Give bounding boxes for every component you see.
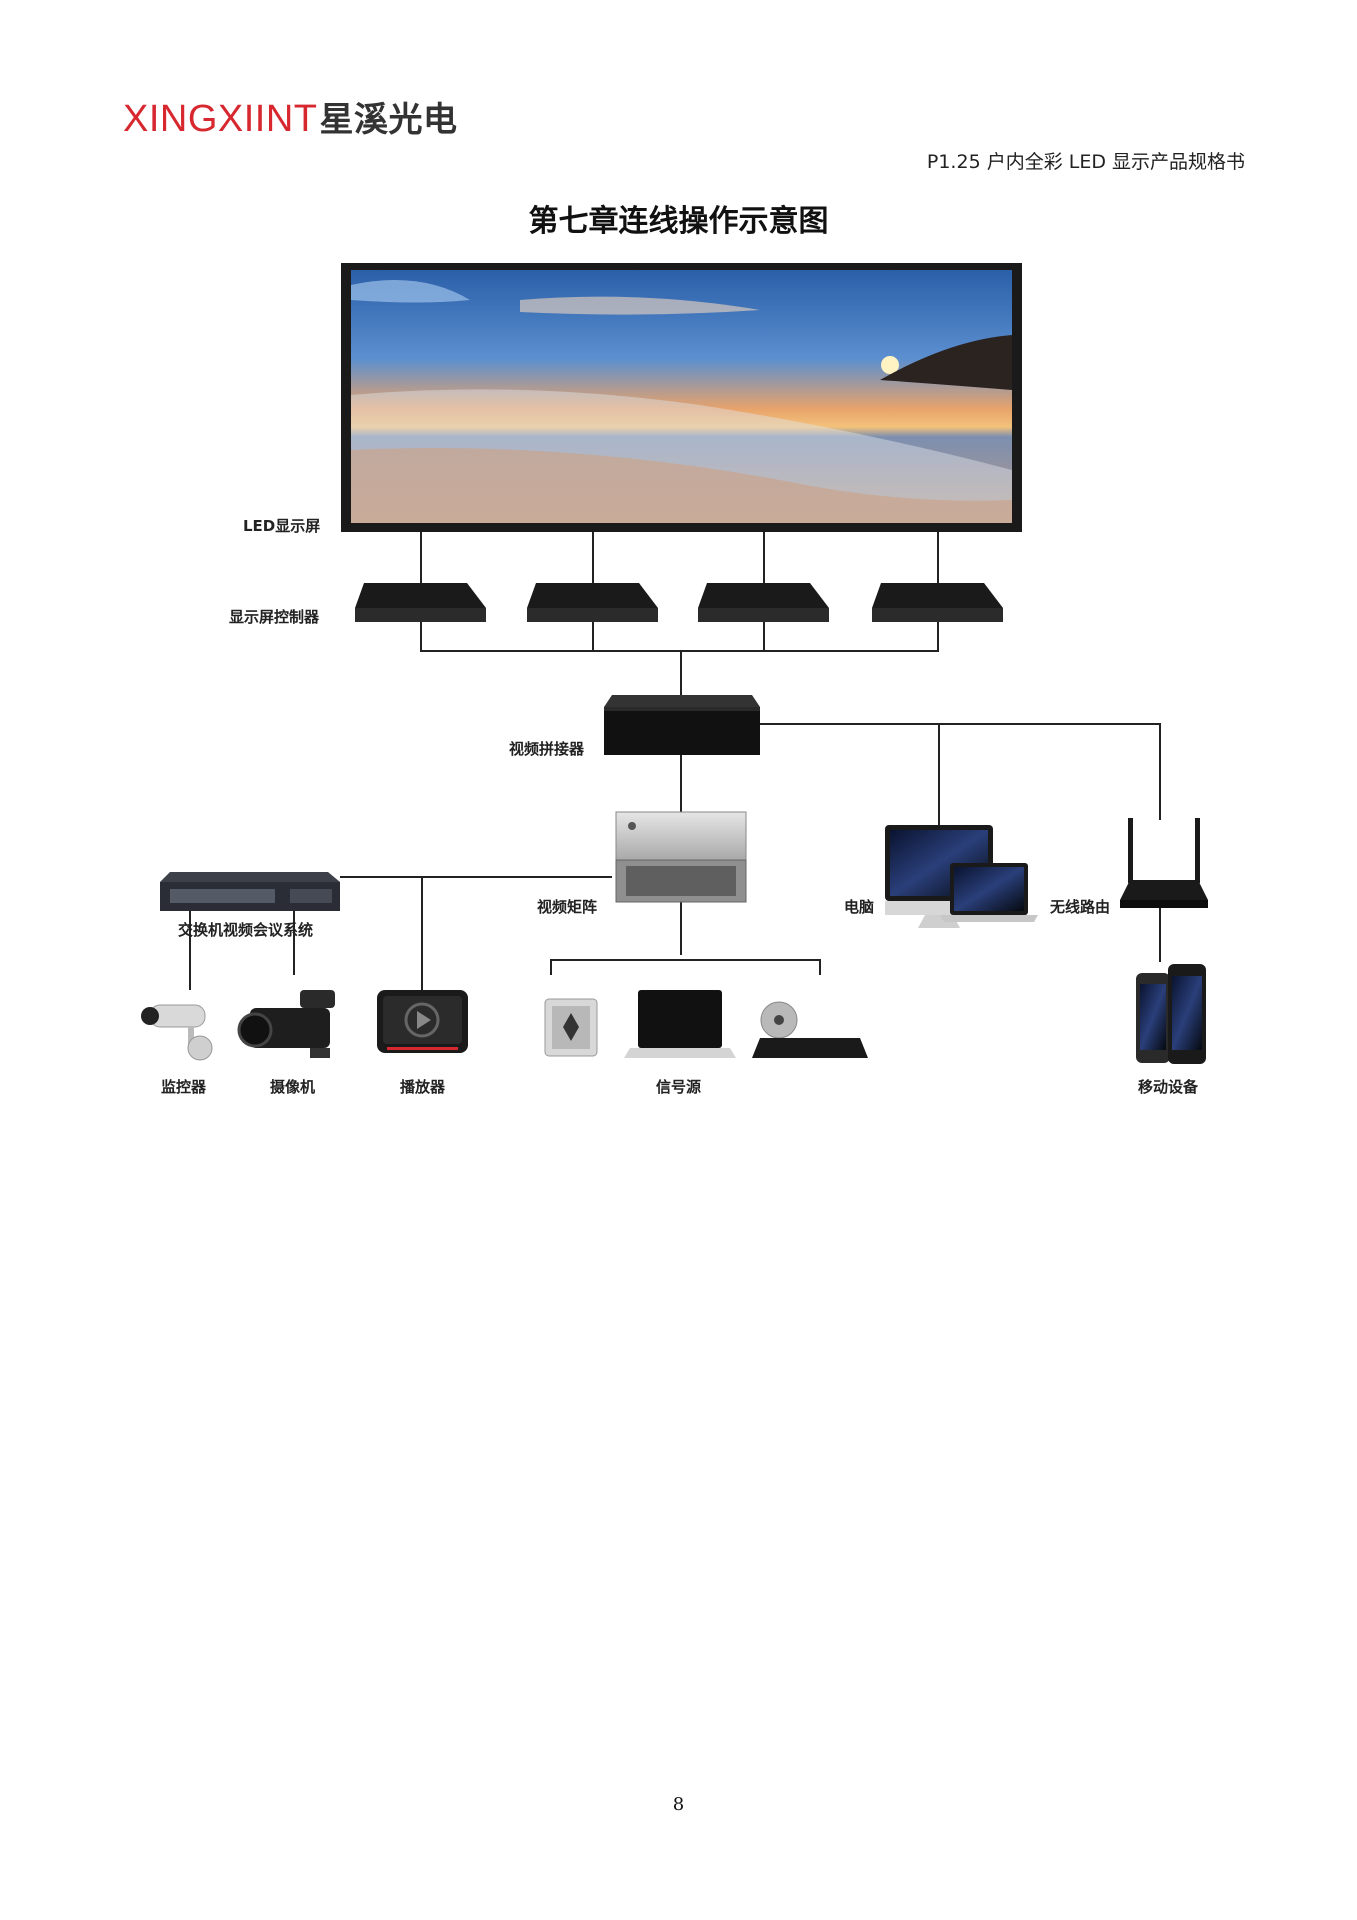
screen-controller-3 xyxy=(698,583,829,622)
label-controller: 显示屏控制器 xyxy=(229,608,320,626)
brand-logo: XINGXIINT星溪光电 xyxy=(123,100,458,138)
label-computer: 电脑 xyxy=(844,898,874,916)
document-title: P1.25 户内全彩 LED 显示产品规格书 xyxy=(926,151,1245,173)
video-camera xyxy=(237,990,335,1058)
page-number: 8 xyxy=(672,1794,685,1815)
wireless-router xyxy=(1120,818,1208,908)
label-router: 无线路由 xyxy=(1049,898,1110,916)
screen-controller-1 xyxy=(355,583,486,622)
signal-source-devices xyxy=(544,990,868,1058)
label-signal-source: 信号源 xyxy=(656,1078,701,1096)
screen-controller-4 xyxy=(872,583,1003,622)
label-matrix: 视频矩阵 xyxy=(537,898,597,916)
label-led-screen: LED显示屏 xyxy=(243,517,320,535)
screen-controller-2 xyxy=(527,583,658,622)
label-mobile: 移动设备 xyxy=(1138,1078,1199,1096)
connection-lines xyxy=(189,532,1161,990)
video-matrix xyxy=(615,811,747,903)
label-player: 播放器 xyxy=(400,1078,446,1096)
label-splicer: 视频拼接器 xyxy=(509,740,585,758)
media-player xyxy=(377,990,468,1053)
surveillance-camera xyxy=(141,1004,213,1061)
label-camera: 摄像机 xyxy=(270,1078,315,1096)
mobile-devices xyxy=(1136,964,1206,1064)
logo-latin: XINGXIINT xyxy=(123,98,318,140)
computer-devices xyxy=(885,825,1038,928)
chapter-title: 第七章连线操作示意图 xyxy=(528,204,829,239)
label-monitor: 监控器 xyxy=(161,1078,207,1096)
label-switch: 交换机视频会议系统 xyxy=(178,921,313,939)
video-splicer xyxy=(604,695,760,755)
led-display-screen xyxy=(341,263,1022,532)
network-switch xyxy=(160,872,340,911)
logo-cn: 星溪光电 xyxy=(319,100,458,140)
